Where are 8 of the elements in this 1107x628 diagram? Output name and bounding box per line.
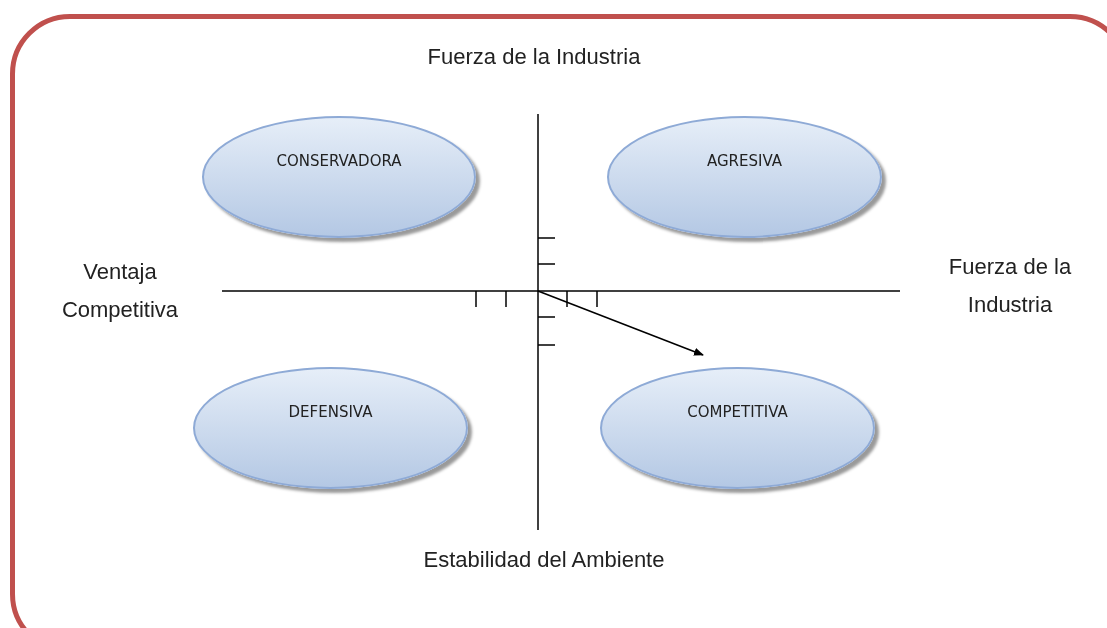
ellipse-node: COMPETITIVA [600, 367, 875, 489]
axis-label: Ventaja Competitiva [60, 258, 180, 324]
axis-label: Estabilidad del Ambiente [422, 546, 666, 574]
axis-label: Fuerza de la Industria [426, 43, 642, 71]
ellipse-node: AGRESIVA [607, 116, 882, 238]
ellipse-node: CONSERVADORA [202, 116, 476, 238]
ellipse-node: DEFENSIVA [193, 367, 468, 489]
axis-label: Fuerza de la Industria [947, 253, 1073, 319]
